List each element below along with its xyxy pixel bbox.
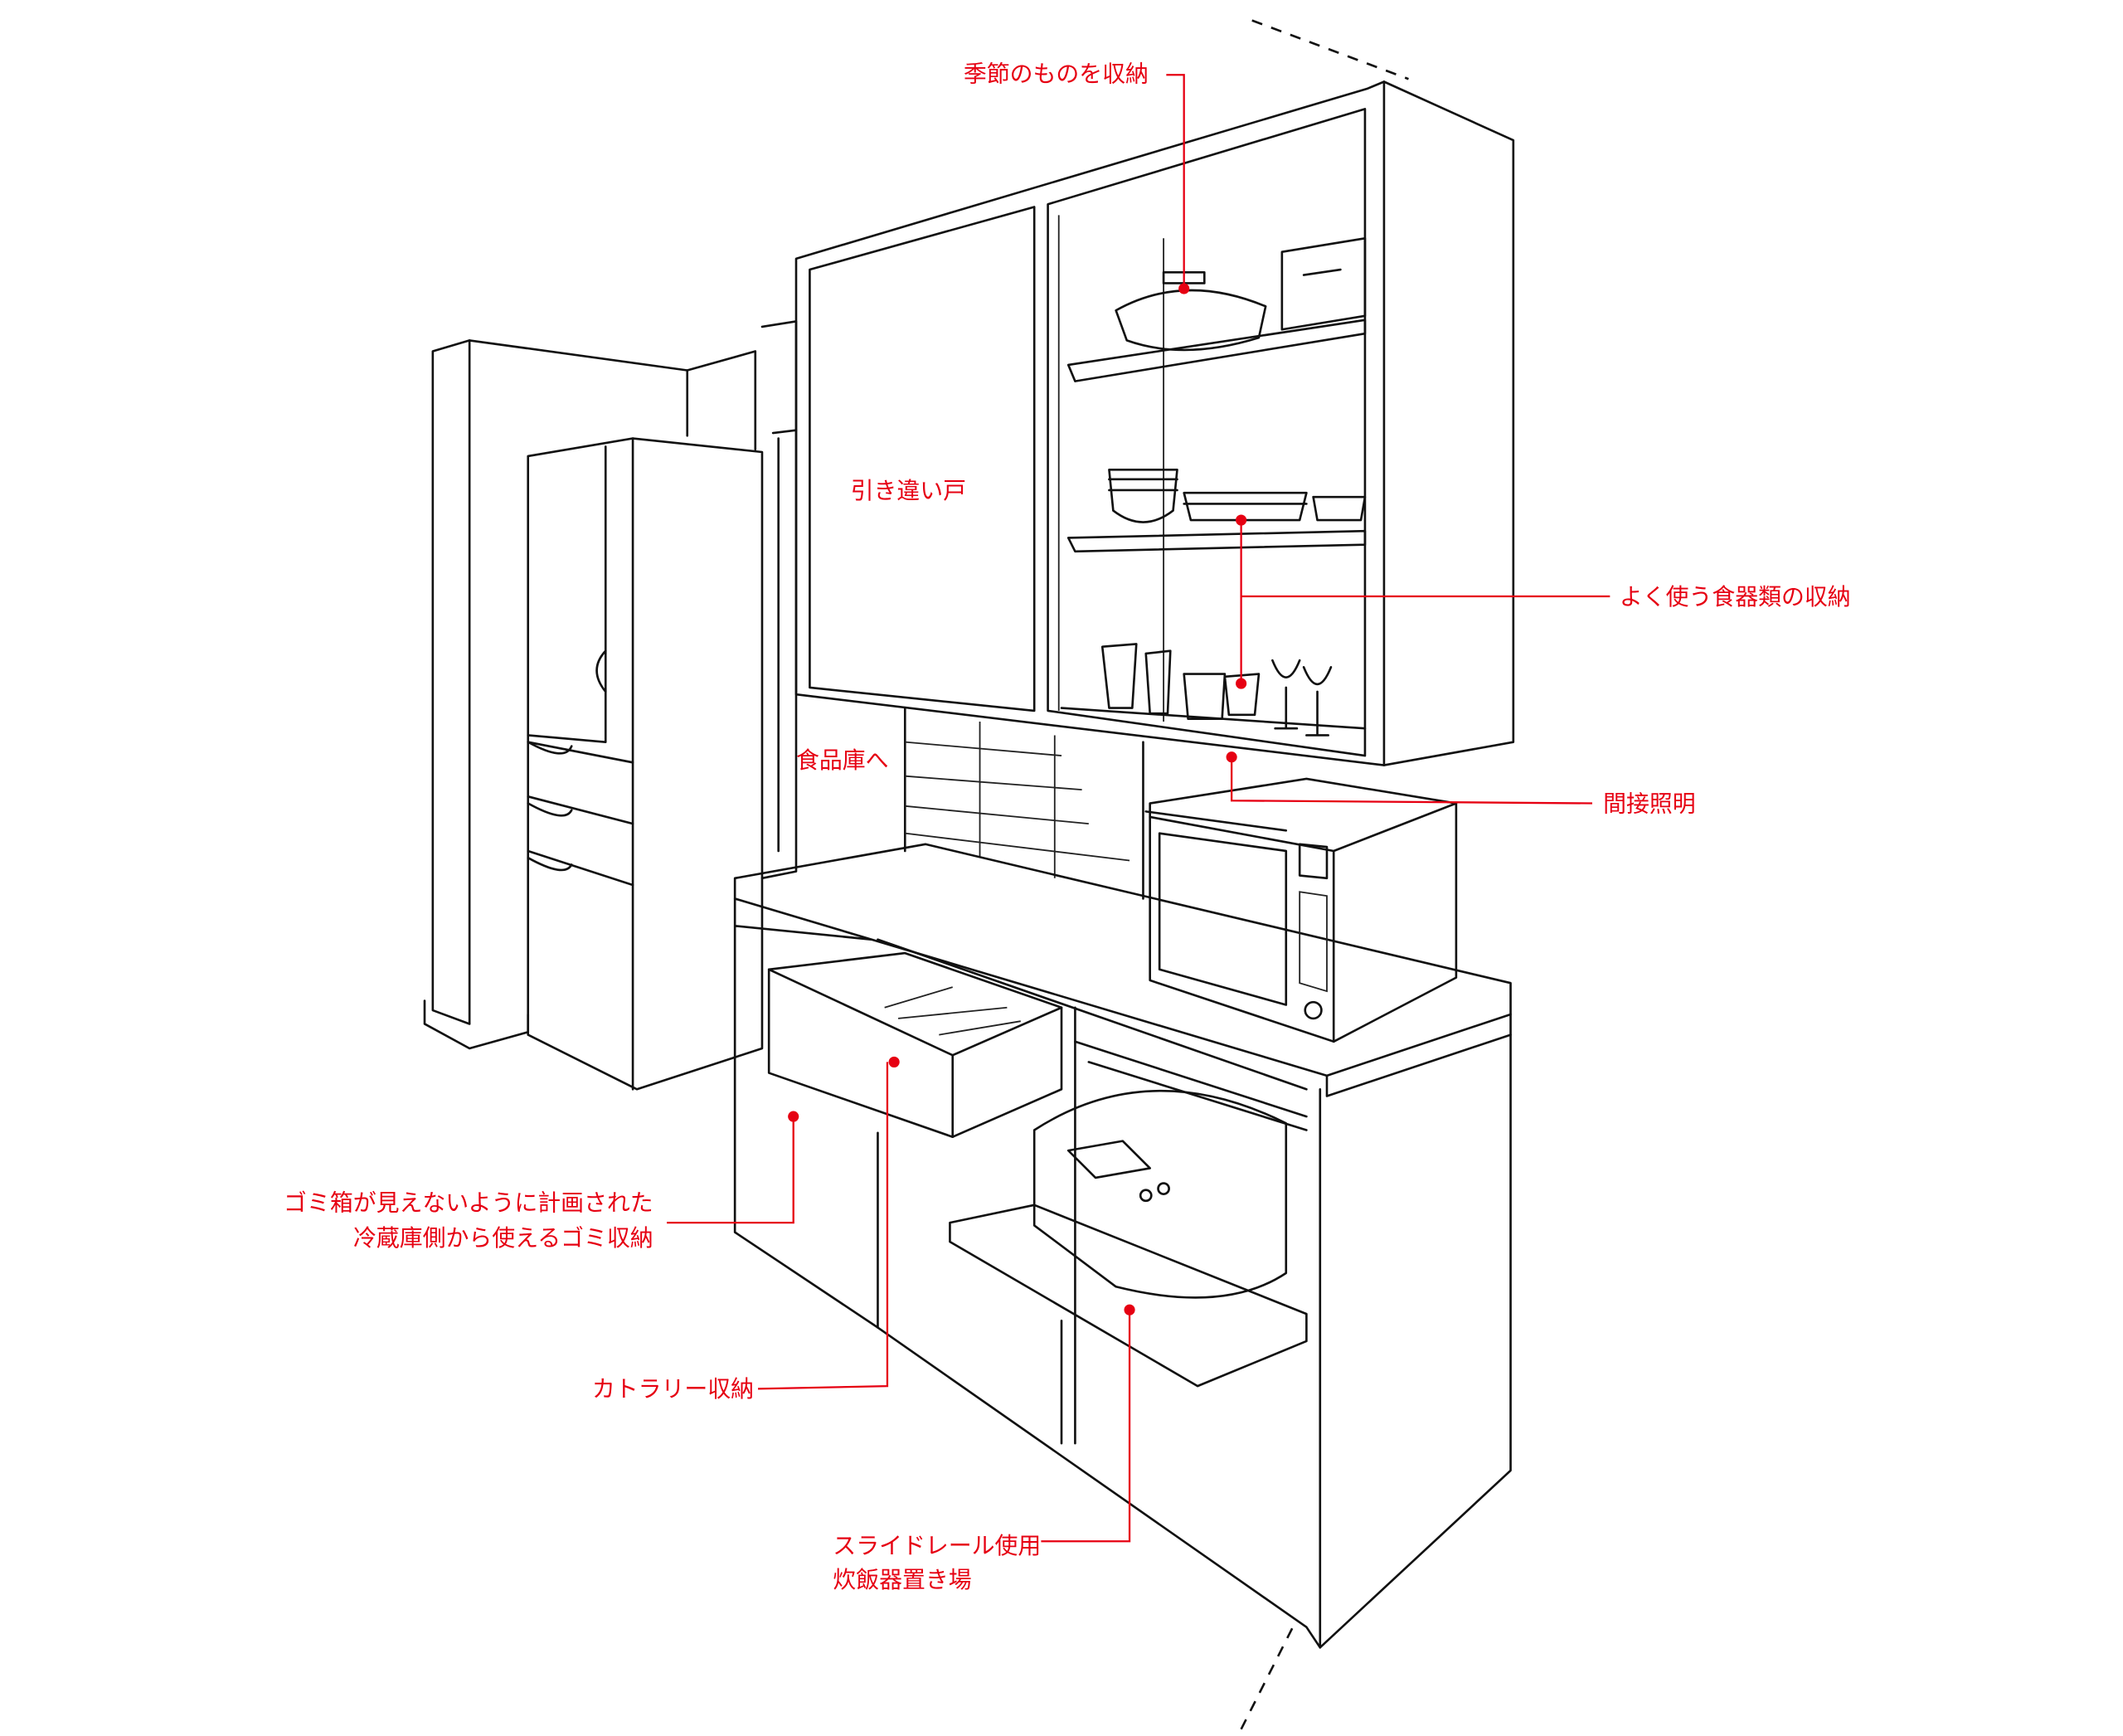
label-indirect-lighting: 間接照明 xyxy=(1603,790,1696,817)
label-pantry: 食品庫へ xyxy=(796,746,889,774)
annotation-cutlery: カトラリー収納 xyxy=(592,1056,900,1403)
annotation-seasonal-storage: 季節のものを収納 xyxy=(964,60,1190,294)
label-rice-line1: スライドレール使用 xyxy=(833,1532,1041,1559)
label-trash-line2: 冷蔵庫側から使えるゴミ収納 xyxy=(353,1224,653,1252)
annotation-sliding-door: 引き違い戸 xyxy=(851,477,966,504)
wall-corner-top-dashed xyxy=(1251,19,1409,80)
sketch-lines xyxy=(423,19,1515,1730)
label-cutlery: カトラリー収納 xyxy=(592,1375,754,1403)
wall-corner-bottom-dashed xyxy=(1240,1627,1295,1730)
upper-cabinet xyxy=(794,80,1515,766)
refrigerator xyxy=(527,437,764,1091)
label-tableware: よく使う食器類の収納 xyxy=(1620,583,1851,610)
annotation-indirect-lighting: 間接照明 xyxy=(1226,751,1696,817)
annotation-pantry: 食品庫へ xyxy=(796,746,889,774)
annotation-tableware: よく使う食器類の収納 xyxy=(1236,514,1851,689)
microwave xyxy=(1144,777,1458,1043)
backsplash xyxy=(760,320,1144,900)
label-rice-line2: 炊飯器置き場 xyxy=(833,1566,971,1593)
label-trash-line1: ゴミ箱が見えないように計画された xyxy=(284,1189,653,1216)
lower-cabinet xyxy=(733,843,1512,1649)
label-seasonal-storage: 季節のものを収納 xyxy=(964,60,1149,87)
annotation-trash-storage: ゴミ箱が見えないように計画された 冷蔵庫側から使えるゴミ収納 xyxy=(284,1111,799,1252)
label-sliding-door: 引き違い戸 xyxy=(851,477,966,504)
annotation-rice-cooker: スライドレール使用 炊飯器置き場 xyxy=(833,1304,1135,1593)
